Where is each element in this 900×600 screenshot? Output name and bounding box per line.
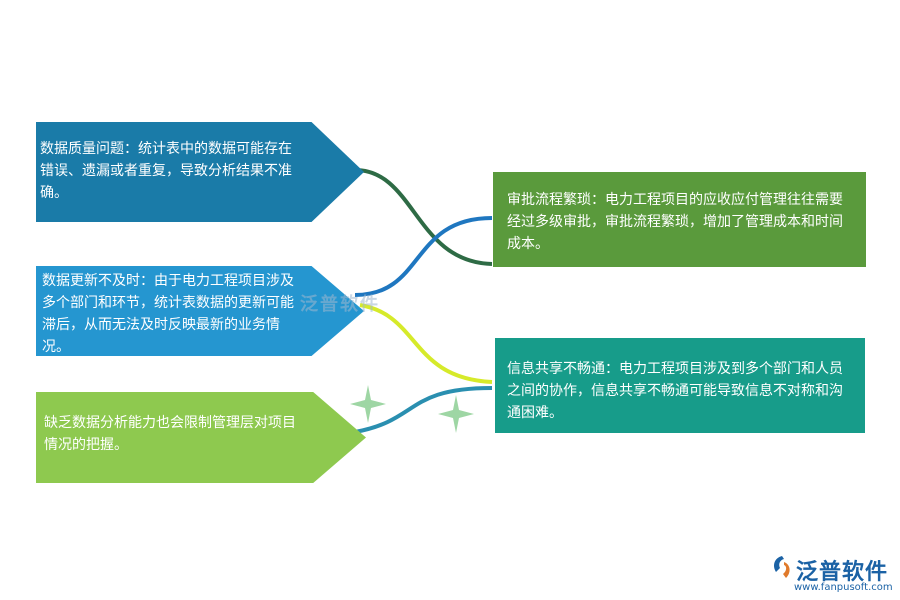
watermark: 泛普软件 <box>300 290 380 316</box>
node-info-sharing-text: 信息共享不畅通：电力工程项目涉及到多个部门和人员之间的协作，信息共享不畅通可能导… <box>507 361 843 421</box>
node-approval-process-text: 审批流程繁琐：电力工程项目的应收应付管理往往需要经过多级审批，审批流程繁琐，增加… <box>507 192 843 252</box>
sparkle-icon <box>350 385 386 423</box>
connector-update-sharing <box>359 303 493 384</box>
node-data-update: 数据更新不及时：由于电力工程项目涉及多个部门和环节，统计表数据的更新可能滞后，从… <box>36 266 364 356</box>
node-data-update-text: 数据更新不及时：由于电力工程项目涉及多个部门和环节，统计表数据的更新可能滞后，从… <box>42 273 294 355</box>
node-analysis-ability: 缺乏数据分析能力也会限制管理层对项目情况的把握。 <box>36 392 366 483</box>
node-approval-process: 审批流程繁琐：电力工程项目的应收应付管理往往需要经过多级审批，审批流程繁琐，增加… <box>493 172 866 267</box>
logo-url: www.fanpusoft.com <box>794 582 893 593</box>
logo-icon <box>774 556 790 578</box>
node-data-quality-text: 数据质量问题：统计表中的数据可能存在错误、遗漏或者重复，导致分析结果不准确。 <box>40 141 292 201</box>
connector-update-approval <box>354 216 493 297</box>
sparkle-icon <box>438 395 474 433</box>
logo-name: 泛普软件 <box>796 560 889 585</box>
node-data-quality: 数据质量问题：统计表中的数据可能存在错误、遗漏或者重复，导致分析结果不准确。 <box>36 122 364 222</box>
connector-quality-approval <box>354 168 493 266</box>
node-analysis-ability-text: 缺乏数据分析能力也会限制管理层对项目情况的把握。 <box>44 415 296 453</box>
brand-logo: 泛普软件 www.fanpusoft.com <box>770 552 895 596</box>
node-info-sharing: 信息共享不畅通：电力工程项目涉及到多个部门和人员之间的协作，信息共享不畅通可能导… <box>495 338 865 433</box>
connector-analysis-sharing <box>354 386 493 434</box>
watermark-text: 泛普软件 <box>300 294 380 315</box>
